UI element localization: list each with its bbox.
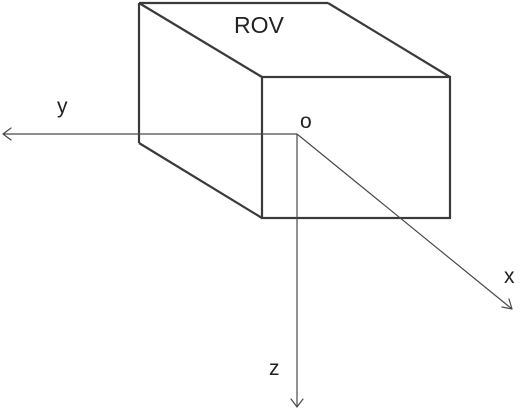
origin-label: o bbox=[300, 110, 312, 133]
x-axis-label: x bbox=[504, 265, 515, 288]
rov-box-bottom-left-depth-edge bbox=[138, 142, 263, 219]
rov-box-top-right-depth-edge bbox=[327, 2, 451, 78]
x-axis-line bbox=[296, 133, 513, 310]
rov-box bbox=[137, 1, 452, 220]
z-axis-arrowhead bbox=[290, 398, 304, 408]
coordinate-axes bbox=[2, 127, 513, 408]
y-axis-arrowhead bbox=[2, 127, 12, 141]
y-axis-label: y bbox=[57, 95, 68, 118]
x-axis-arrowhead bbox=[501, 298, 513, 310]
rov-box-front-face bbox=[260, 75, 452, 220]
rov-label: ROV bbox=[234, 12, 285, 38]
rov-box-top-left-depth-edge bbox=[138, 2, 263, 78]
z-axis-label: z bbox=[269, 357, 280, 380]
